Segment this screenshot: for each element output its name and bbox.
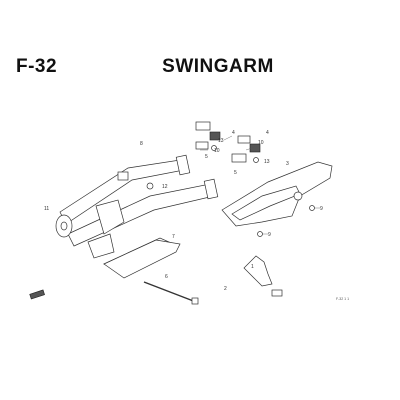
callout-5-lower: 5 [234, 170, 237, 176]
diagram-reference-code: F-32 1 1 [336, 297, 349, 301]
callout-6: 6 [165, 274, 168, 280]
callout-9-lower: 9 [268, 232, 271, 238]
chain-slider-part [243, 255, 283, 297]
callout-2: 2 [224, 286, 227, 292]
callout-8: 8 [140, 141, 143, 147]
callout-3: 3 [286, 161, 289, 167]
page-code: F-32 [16, 56, 58, 77]
callout-13-upper: 13 [218, 138, 224, 144]
bolt-part [257, 205, 320, 237]
callout-5-upper: 5 [205, 154, 208, 160]
clip-part [29, 289, 45, 300]
callout-4-upper: 4 [232, 130, 235, 136]
callout-4-lower: 4 [266, 130, 269, 136]
callout-9-right: 9 [320, 206, 323, 212]
chain-guard-part [103, 239, 181, 279]
callout-12: 12 [162, 184, 168, 190]
callout-13-lower: 13 [264, 159, 270, 165]
callout-10-upper: 10 [214, 148, 220, 154]
pivot-bolt-part [143, 281, 199, 305]
chain-case-part [221, 161, 333, 227]
callout-11: 11 [44, 206, 49, 212]
page-title: SWINGARM [162, 56, 274, 77]
chain-adjuster-lower [231, 135, 261, 163]
callout-10-lower: 10 [258, 140, 264, 146]
callout-1: 1 [251, 264, 254, 270]
chain-adjuster-upper [195, 121, 221, 151]
callout-7: 7 [172, 234, 175, 240]
